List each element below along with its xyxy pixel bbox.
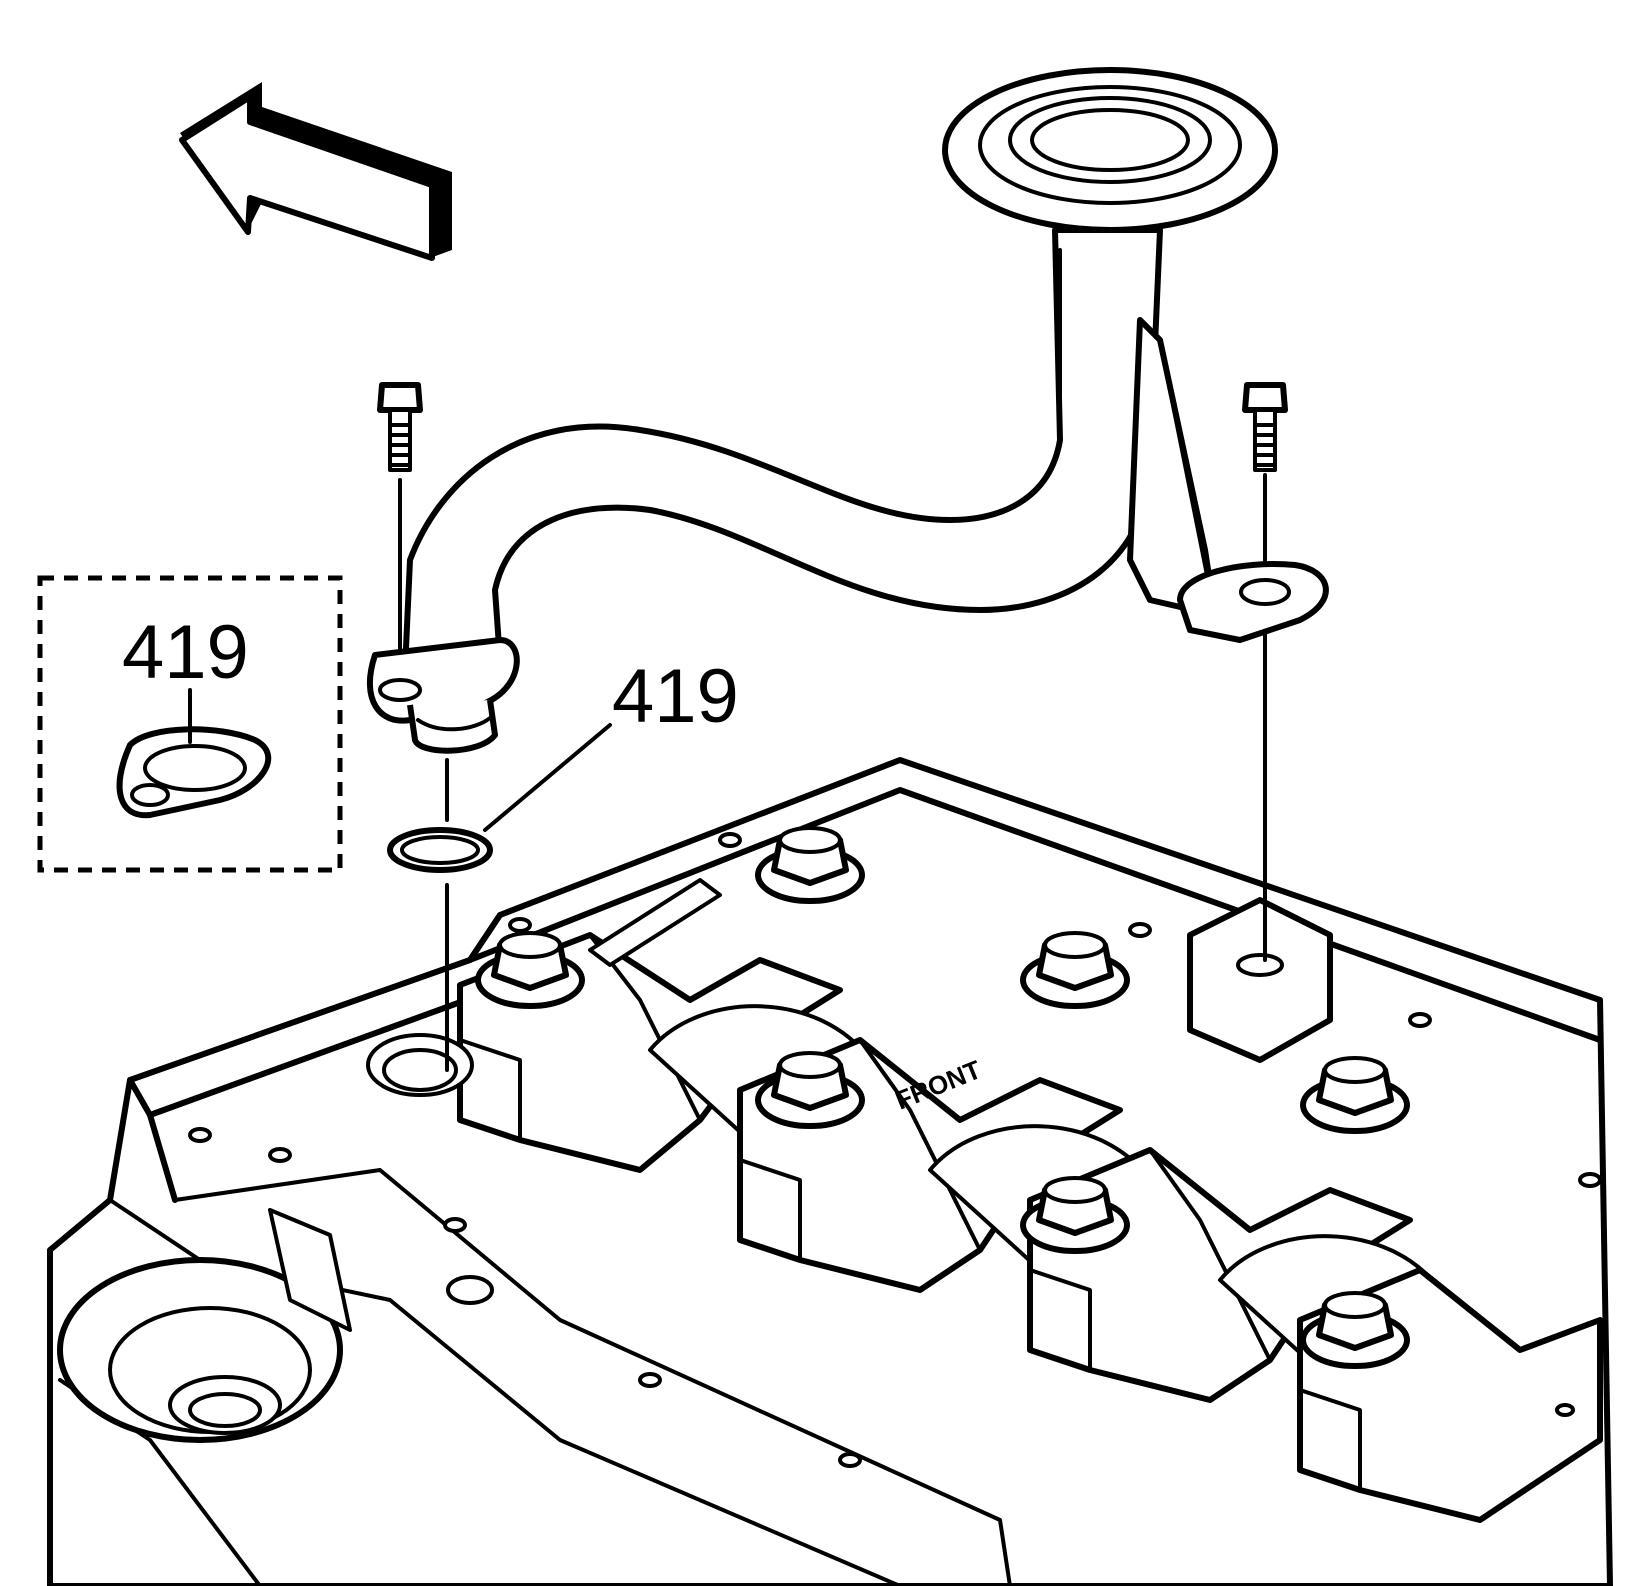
main-bearing-bolts	[475, 826, 1410, 1369]
callout-419-inset: 419	[122, 610, 249, 695]
o-ring-seal	[387, 827, 493, 873]
front-direction-arrow-icon	[179, 82, 452, 261]
callout-leader-line	[483, 723, 612, 832]
pickup-bolt-rear	[1242, 382, 1288, 472]
bearing-bolt	[1020, 1176, 1130, 1254]
bearing-bolt	[1300, 1056, 1410, 1134]
gasket-inset	[37, 575, 343, 873]
bearing-bolt	[755, 1051, 865, 1129]
assembly-lines	[398, 473, 1267, 1072]
callout-419-main: 419	[612, 654, 739, 739]
bearing-bolt	[475, 931, 585, 1009]
bearing-bolt	[1020, 931, 1130, 1009]
bearing-bolt	[755, 826, 865, 904]
bearing-bolt	[1300, 1291, 1410, 1369]
oil-pickup-tube	[367, 67, 1329, 754]
pickup-bolt-front	[377, 382, 423, 472]
